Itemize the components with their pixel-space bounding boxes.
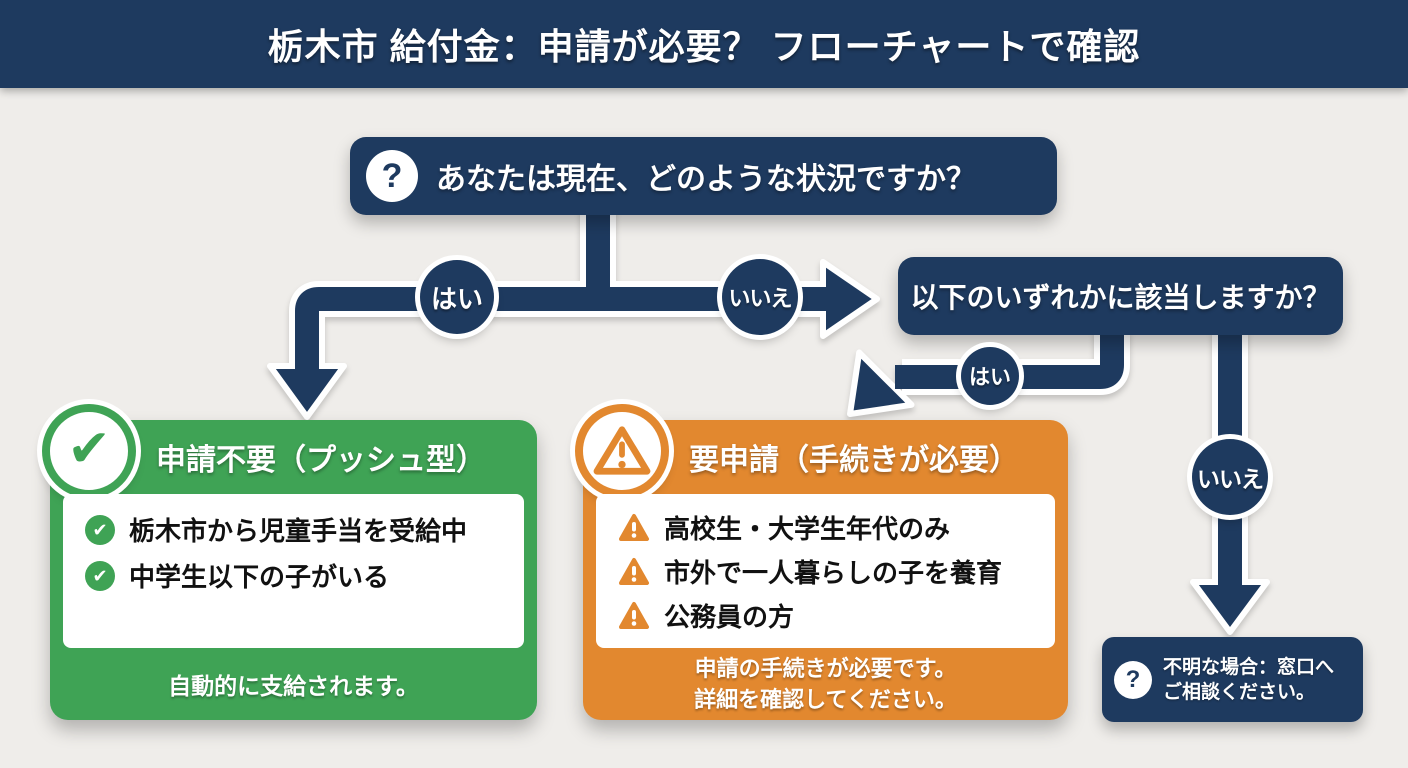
list-item: ✔ 中学生以下の子がいる xyxy=(85,557,510,594)
connector-yes2 xyxy=(895,330,1124,389)
list-item: 市外で一人暮らしの子を養育 xyxy=(618,553,1041,590)
application-required-box: 要申請（手続きが必要） 高校生・大学生年代のみ 市外で一人暮らしの子を養育 公務… xyxy=(575,404,1068,720)
connector-yes1 xyxy=(295,287,838,392)
page-title: 栃木市 給付金：申請が必要？ フローチャートで確認 xyxy=(267,26,1141,67)
check-icon: ✔ xyxy=(67,420,111,478)
consult-text: 不明な場合：窓口へ ご相談ください。 xyxy=(1163,655,1334,705)
question-icon: ? xyxy=(366,150,418,202)
branch2-yes-label: はい xyxy=(961,347,1019,405)
warning-icon xyxy=(618,513,650,542)
branch1-yes-label: はい xyxy=(420,260,494,334)
branch2-no-label: いいえ xyxy=(1192,439,1268,515)
list-item: 高校生・大学生年代のみ xyxy=(618,509,1041,546)
arrowhead-downleft-orange xyxy=(847,349,915,417)
connector-lines xyxy=(295,207,1242,600)
consult-box: ? 不明な場合：窓口へ ご相談ください。 xyxy=(1102,637,1363,722)
question2-text: 以下のいずれかに該当しますか？ xyxy=(910,282,1331,313)
list-item: ✔ 栃木市から児童手当を受給中 xyxy=(85,511,510,548)
item-text: 公務員の方 xyxy=(664,602,795,632)
question2-box: 以下のいずれかに該当しますか？ xyxy=(898,257,1343,335)
consult-line: ご相談ください。 xyxy=(1163,681,1316,703)
header-bar: 栃木市 給付金：申請が必要？ フローチャートで確認 xyxy=(0,0,1408,88)
question1-box: ? あなたは現在、どのような状況ですか？ xyxy=(350,137,1057,215)
item-text: 市外で一人暮らしの子を養育 xyxy=(664,558,1003,588)
item-text: 栃木市から児童手当を受給中 xyxy=(129,516,468,546)
no-application-title: 申請不要（プッシュ型） xyxy=(156,444,486,477)
check-icon: ✔ xyxy=(85,560,115,591)
warning-icon xyxy=(618,601,650,630)
application-required-list: 高校生・大学生年代のみ 市外で一人暮らしの子を養育 公務員の方 xyxy=(596,494,1055,648)
footer-line: 申請の手続きが必要です。 xyxy=(694,656,957,681)
check-icon: ✔ xyxy=(85,514,115,545)
application-required-footer: 申請の手続きが必要です。 詳細を確認してください。 xyxy=(583,648,1068,720)
question-icon: ? xyxy=(1114,660,1152,699)
footer-text: 自動的に支給されます。 xyxy=(168,673,419,699)
branch1-no-label: いいえ xyxy=(722,259,798,335)
item-text: 中学生以下の子がいる xyxy=(129,562,390,592)
warning-icon xyxy=(593,426,651,475)
warning-circle-icon xyxy=(575,404,669,498)
question1-text: あなたは現在、どのような状況ですか？ xyxy=(436,163,976,196)
warning-icon xyxy=(618,557,650,586)
consult-line: 不明な場合：窓口へ xyxy=(1163,656,1335,678)
no-application-box: ✔ 申請不要（プッシュ型） ✔ 栃木市から児童手当を受給中 ✔ 中学生以下の子が… xyxy=(42,404,537,720)
footer-line: 詳細を確認してください。 xyxy=(694,687,957,712)
no-application-footer: 自動的に支給されます。 xyxy=(50,648,537,720)
no-application-list: ✔ 栃木市から児童手当を受給中 ✔ 中学生以下の子がいる xyxy=(63,494,524,648)
item-text: 高校生・大学生年代のみ xyxy=(664,514,951,544)
application-required-title: 要申請（手続きが必要） xyxy=(689,444,1019,477)
list-item: 公務員の方 xyxy=(618,597,1041,634)
